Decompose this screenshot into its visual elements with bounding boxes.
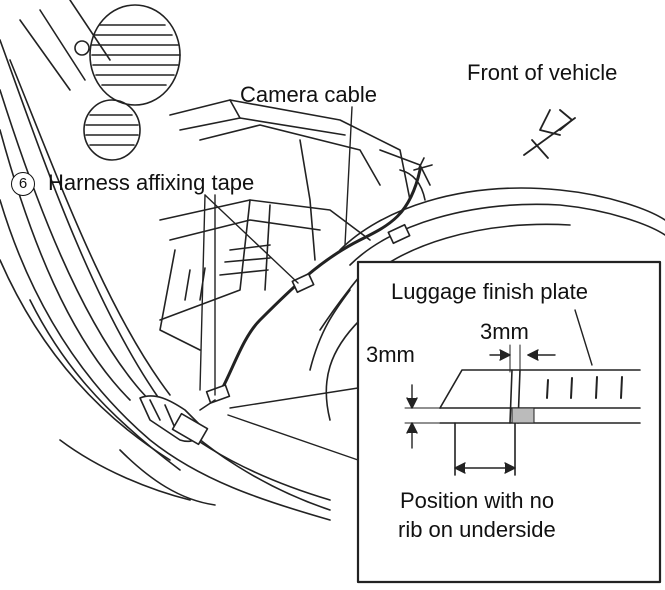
front-arrow-icon	[523, 109, 576, 159]
dimension-vertical-label: 3mm	[366, 342, 415, 367]
dimension-horizontal-label: 3mm	[480, 319, 529, 344]
wheel-house	[309, 187, 665, 421]
harness-tape-label: Harness affixing tape	[48, 170, 255, 195]
luggage-finish-plate-label: Luggage finish plate	[391, 279, 588, 304]
camera-cable	[213, 157, 433, 402]
cable-connector	[139, 395, 216, 446]
camera-cable-label: Camera cable	[240, 82, 377, 107]
luggage-structure	[159, 99, 431, 351]
leader-lines	[199, 106, 359, 461]
callout-number-6: 6	[11, 172, 35, 196]
body-panel-lines	[0, 0, 331, 521]
front-of-vehicle-label: Front of vehicle	[467, 60, 618, 85]
position-note-line2: rib on underside	[398, 517, 556, 542]
position-note-line1: Position with no	[400, 488, 555, 513]
harness-tapes	[205, 223, 411, 404]
detail-inset	[356, 260, 662, 584]
speaker-grille-upper	[89, 4, 181, 106]
speaker-grille-lower	[74, 40, 141, 161]
